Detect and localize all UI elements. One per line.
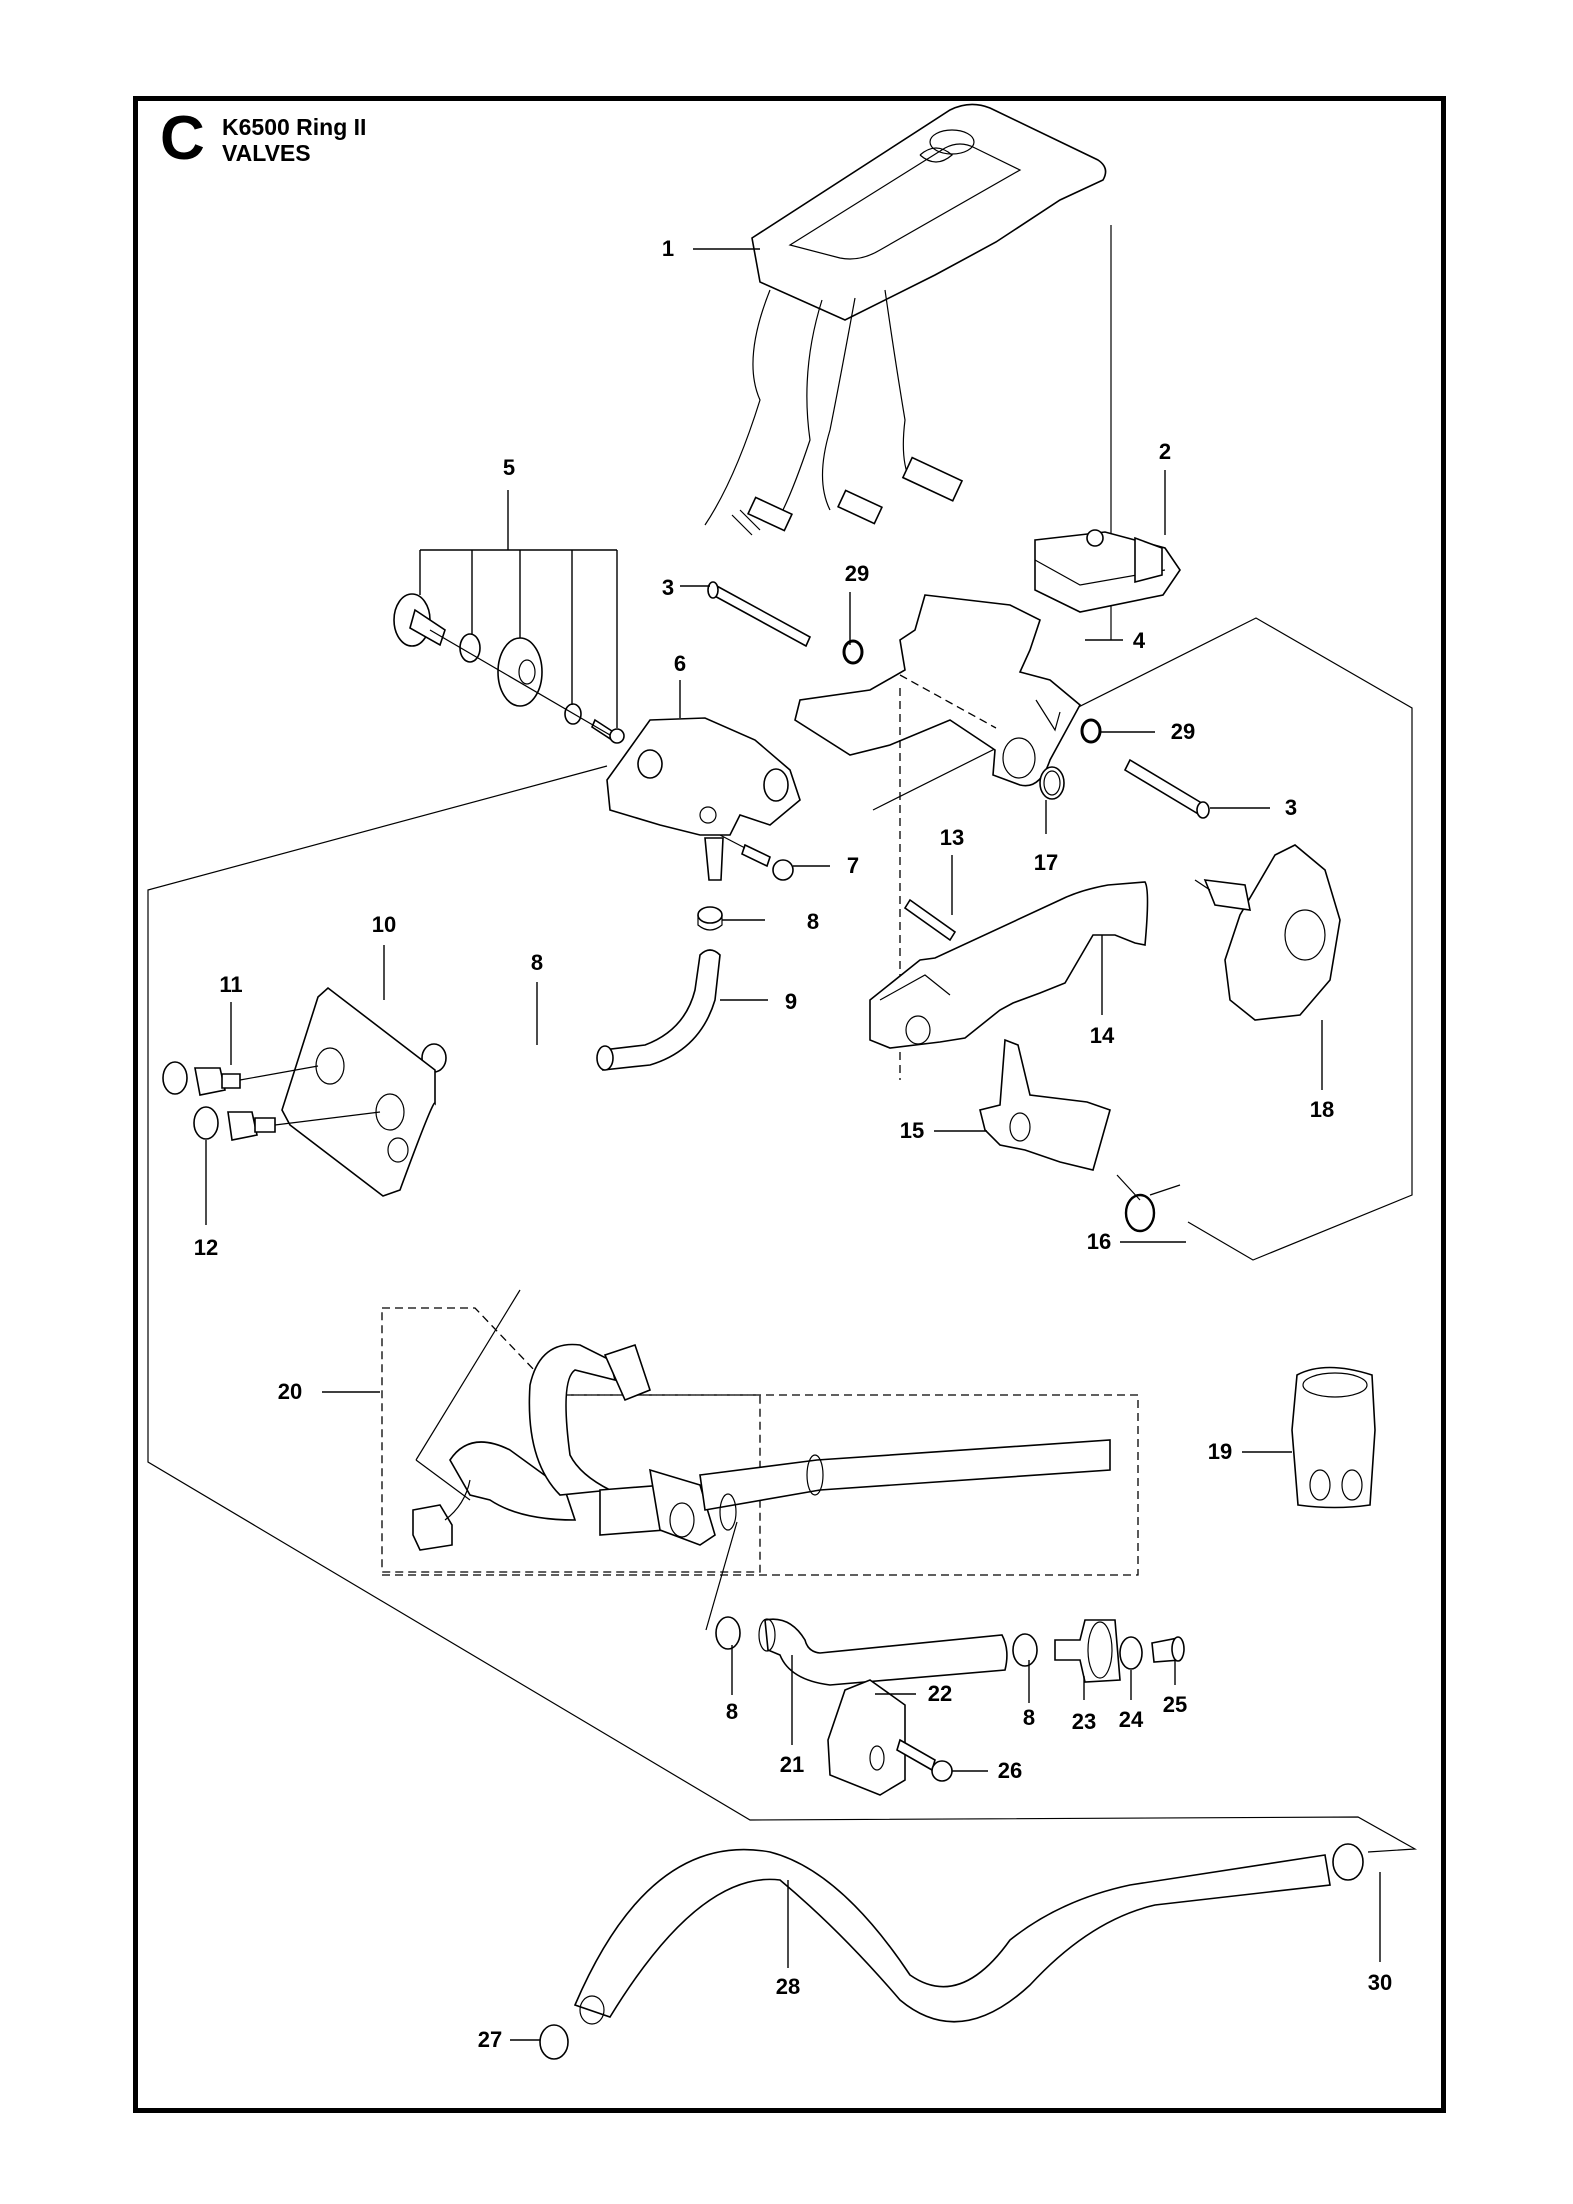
callout-3-right: 3 — [1284, 795, 1298, 820]
callout-23: 23 — [1071, 1709, 1097, 1734]
group-box-20 — [381, 1307, 761, 1573]
part-hose-clamp-30 — [1332, 1843, 1364, 1881]
part-spring — [1116, 1174, 1181, 1233]
diagram-title: K6500 Ring II VALVES — [222, 114, 366, 166]
part-lock-washer-top — [842, 639, 864, 665]
callout-28: 28 — [775, 1974, 801, 1999]
callout-15: 15 — [899, 1118, 925, 1143]
part-water-valve-knob — [1194, 844, 1341, 1021]
diagram-frame — [133, 96, 1446, 2113]
callout-2: 2 — [1158, 439, 1172, 464]
part-hose-clamp-27 — [539, 2024, 569, 2060]
section-letter: C — [160, 104, 205, 173]
part-switch — [1034, 529, 1181, 613]
part-seal-12 — [193, 1106, 381, 1141]
part-cable-and-hose-assembly — [412, 1343, 1111, 1551]
callout-26: 26 — [997, 1758, 1023, 1783]
callout-13: 13 — [939, 825, 965, 850]
callout-20: 20 — [277, 1379, 303, 1404]
part-throttle-trigger — [869, 881, 1149, 1049]
callout-4: 4 — [1132, 628, 1146, 653]
part-valve-body — [606, 717, 801, 881]
callout-27: 27 — [477, 2027, 503, 2052]
callout-1: 1 — [661, 236, 675, 261]
callout-14: 14 — [1089, 1023, 1115, 1048]
callout-30: 30 — [1367, 1970, 1393, 1995]
section-title: VALVES — [222, 140, 311, 166]
part-hose-clamp-lower-right — [1012, 1633, 1038, 1667]
group-outline-left — [147, 765, 1418, 1853]
part-pin-13 — [903, 898, 957, 942]
part-hose-clamp-lower-left — [715, 1616, 741, 1650]
callout-11: 11 — [219, 972, 243, 997]
callout-18: 18 — [1309, 1097, 1335, 1122]
callout-9: 9 — [784, 989, 798, 1014]
part-hose-28 — [573, 1848, 1331, 2025]
part-valve-plate — [281, 986, 436, 1197]
part-hose-coupling — [1291, 1366, 1376, 1509]
callout-24: 24 — [1118, 1707, 1144, 1732]
part-filter — [1151, 1636, 1185, 1663]
callout-29-right: 29 — [1170, 719, 1196, 744]
callout-8-upper: 8 — [806, 909, 820, 934]
part-throttle-lockout — [979, 1038, 1111, 1171]
model-name: K6500 Ring II — [222, 114, 367, 140]
group-outline-upper-right — [872, 617, 1413, 1261]
part-nipple-11 — [162, 1061, 319, 1096]
part-control-panel — [704, 103, 1107, 536]
callout-8-left: 8 — [530, 950, 544, 975]
callout-10: 10 — [371, 912, 397, 937]
callout-29-top: 29 — [844, 561, 870, 586]
callout-5: 5 — [502, 455, 516, 480]
part-washer-24 — [1119, 1636, 1143, 1670]
husqvarna-crown-logo-icon — [929, 129, 975, 155]
part-hose-21 — [758, 1618, 1008, 1686]
callout-3-left: 3 — [661, 575, 675, 600]
part-pin-left — [707, 581, 812, 648]
callout-22: 22 — [927, 1681, 953, 1706]
part-hose-clip — [827, 1679, 906, 1796]
callout-6: 6 — [673, 651, 687, 676]
callout-7: 7 — [846, 853, 860, 878]
part-hose-9 — [596, 949, 721, 1071]
part-screw-26 — [896, 1738, 953, 1782]
part-lock-washer-right — [1080, 718, 1102, 744]
callout-8-lower-right: 8 — [1022, 1705, 1036, 1730]
part-screw-7 — [719, 834, 794, 881]
leader-lines — [205, 248, 1381, 2041]
callout-21: 21 — [779, 1752, 805, 1777]
part-valve-knob-kit — [393, 593, 625, 744]
part-hose-clamp-upper — [697, 906, 723, 931]
callout-17: 17 — [1033, 850, 1059, 875]
callout-12: 12 — [193, 1235, 219, 1260]
callout-8-lower-left: 8 — [725, 1699, 739, 1724]
part-washer-17 — [1039, 766, 1065, 800]
callout-25: 25 — [1162, 1692, 1188, 1717]
callout-16: 16 — [1086, 1229, 1112, 1254]
part-pin-right — [1123, 758, 1210, 819]
callout-19: 19 — [1207, 1439, 1233, 1464]
part-water-connector — [1054, 1619, 1121, 1683]
